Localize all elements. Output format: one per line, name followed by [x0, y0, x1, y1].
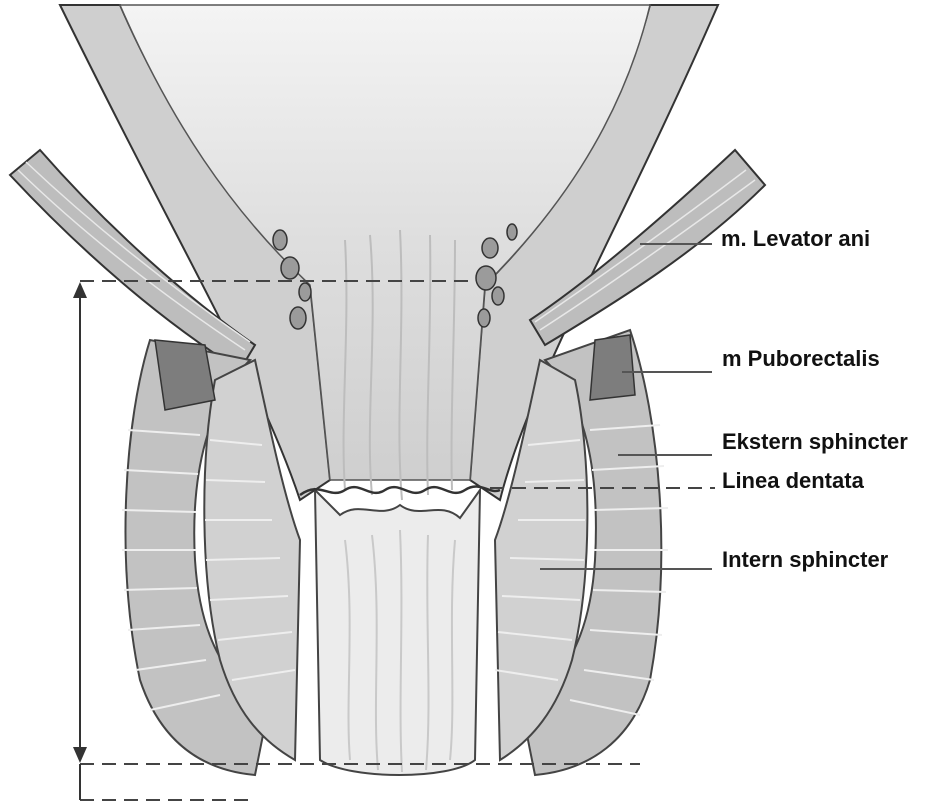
- label-levator-ani: m. Levator ani: [721, 228, 870, 250]
- label-linea-dentata: Linea dentata: [722, 470, 864, 492]
- label-intern-sphincter: Intern sphincter: [722, 549, 888, 571]
- puborectalis-left: [155, 340, 215, 410]
- puborectalis-right: [590, 335, 635, 400]
- arrow-head-top: [73, 282, 87, 298]
- label-ekstern-sphincter: Ekstern sphincter: [722, 431, 908, 453]
- arrow-head-bottom: [73, 747, 87, 763]
- anal-canal: [315, 490, 480, 775]
- dentate-line-edge: [300, 486, 500, 495]
- label-puborectalis: m Puborectalis: [722, 348, 880, 370]
